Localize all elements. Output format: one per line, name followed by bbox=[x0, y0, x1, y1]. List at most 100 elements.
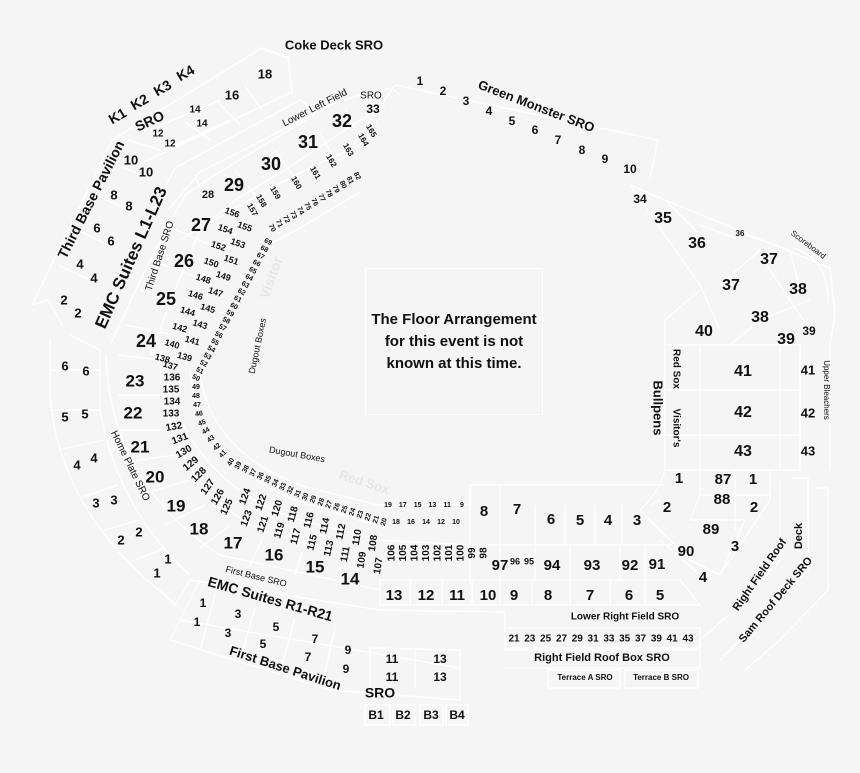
section-number[interactable]: 39 bbox=[651, 634, 663, 645]
section-number[interactable]: 106 bbox=[387, 544, 398, 561]
section-number[interactable]: 5 bbox=[61, 409, 68, 424]
section-number[interactable]: 76 bbox=[309, 197, 319, 207]
section-number[interactable]: 17 bbox=[399, 502, 407, 509]
section-number[interactable]: 107 bbox=[372, 556, 385, 574]
section-number[interactable]: 132 bbox=[165, 420, 184, 434]
section-number[interactable]: 3 bbox=[235, 607, 242, 621]
section-number[interactable]: 15 bbox=[306, 557, 325, 576]
section-number[interactable]: 54 bbox=[206, 345, 216, 355]
section-number[interactable]: 6 bbox=[107, 233, 114, 248]
section-number[interactable]: 161 bbox=[308, 165, 323, 182]
section-number[interactable]: 35 bbox=[619, 634, 631, 645]
section-number[interactable]: 153 bbox=[229, 236, 246, 250]
section-number[interactable]: 38 bbox=[241, 464, 251, 474]
section-number[interactable]: 34 bbox=[633, 192, 647, 206]
section-number[interactable]: 116 bbox=[302, 511, 317, 530]
section-number[interactable]: 23 bbox=[356, 510, 365, 520]
section-number[interactable]: 26 bbox=[174, 251, 194, 271]
section-number[interactable]: 41 bbox=[218, 449, 229, 460]
section-number[interactable]: 20 bbox=[146, 467, 165, 486]
section-number[interactable]: 155 bbox=[236, 219, 254, 233]
section-number[interactable]: 135 bbox=[163, 385, 180, 396]
section-number[interactable]: 29 bbox=[572, 634, 584, 645]
section-number[interactable]: 72 bbox=[281, 215, 291, 225]
section-number[interactable]: 11 bbox=[386, 670, 399, 684]
section-number[interactable]: 6 bbox=[61, 358, 68, 373]
section-number[interactable]: 7 bbox=[312, 632, 319, 646]
section-number[interactable]: 141 bbox=[184, 334, 201, 348]
section-number[interactable]: 13 bbox=[433, 670, 447, 684]
section-number[interactable]: 12 bbox=[437, 519, 445, 526]
section-number[interactable]: 157 bbox=[245, 202, 260, 219]
section-number[interactable]: 78 bbox=[324, 189, 334, 199]
section-number[interactable]: 19 bbox=[167, 496, 186, 515]
section-number[interactable]: 145 bbox=[199, 301, 216, 315]
section-number[interactable]: 14 bbox=[341, 569, 360, 588]
section-number[interactable]: 3 bbox=[110, 492, 117, 507]
section-number[interactable]: 8 bbox=[579, 143, 586, 157]
section-number[interactable]: 70 bbox=[267, 223, 277, 233]
section-number[interactable]: 4 bbox=[486, 104, 493, 118]
section-number[interactable]: 43 bbox=[734, 443, 752, 460]
section-number[interactable]: 154 bbox=[217, 222, 235, 236]
section-number[interactable]: 149 bbox=[215, 269, 232, 283]
section-number[interactable]: 124 bbox=[238, 487, 254, 507]
section-number[interactable]: 25 bbox=[341, 505, 350, 515]
section-number[interactable]: 10 bbox=[139, 164, 153, 179]
section-number[interactable]: 25 bbox=[156, 289, 176, 309]
section-number[interactable]: 81 bbox=[345, 176, 355, 186]
section-number[interactable]: 133 bbox=[163, 409, 180, 420]
section-number[interactable]: 28 bbox=[202, 189, 214, 201]
section-number[interactable]: 8 bbox=[110, 187, 117, 202]
section-number[interactable]: 17 bbox=[224, 533, 243, 552]
section-number[interactable]: 122 bbox=[254, 492, 270, 512]
section-number[interactable]: 36 bbox=[256, 471, 266, 481]
section-number[interactable]: 32 bbox=[286, 485, 296, 495]
section-number[interactable]: 35 bbox=[264, 475, 274, 485]
section-number[interactable]: 21 bbox=[131, 437, 150, 456]
section-number[interactable]: 65 bbox=[248, 266, 258, 276]
section-number[interactable]: 11 bbox=[386, 652, 399, 666]
section-number[interactable]: 3 bbox=[731, 538, 739, 555]
section-number[interactable]: 41 bbox=[667, 634, 679, 645]
section-number[interactable]: 50 bbox=[191, 373, 201, 383]
section-number[interactable]: 38 bbox=[789, 281, 807, 298]
section-number[interactable]: 32 bbox=[332, 111, 352, 131]
section-number[interactable]: 30 bbox=[261, 154, 281, 174]
section-number[interactable]: 79 bbox=[331, 184, 341, 194]
section-number[interactable]: 33 bbox=[366, 102, 380, 116]
section-number[interactable]: 18 bbox=[258, 66, 272, 81]
section-number[interactable]: 11 bbox=[443, 502, 451, 509]
section-number[interactable]: 1 bbox=[153, 565, 160, 580]
section-number[interactable]: 10 bbox=[623, 162, 637, 176]
section-number[interactable]: 5 bbox=[576, 512, 584, 529]
section-number[interactable]: 5 bbox=[81, 406, 88, 421]
section-number[interactable]: B4 bbox=[449, 708, 465, 722]
section-number[interactable]: 44 bbox=[201, 426, 211, 436]
section-number[interactable]: 74 bbox=[295, 206, 305, 216]
section-number[interactable]: 10 bbox=[124, 152, 138, 167]
section-number[interactable]: 1 bbox=[200, 596, 207, 610]
section-number[interactable]: 30 bbox=[301, 492, 310, 502]
section-number[interactable]: 121 bbox=[256, 514, 272, 534]
section-number[interactable]: B2 bbox=[395, 708, 411, 722]
section-number[interactable]: 104 bbox=[410, 544, 421, 561]
section-number[interactable]: 12 bbox=[164, 139, 176, 150]
section-number[interactable]: 28 bbox=[317, 497, 326, 507]
section-number[interactable]: 60 bbox=[229, 302, 239, 312]
section-number[interactable]: 110 bbox=[351, 528, 365, 546]
section-number[interactable]: 1 bbox=[675, 470, 683, 487]
section-number[interactable]: 134 bbox=[164, 397, 181, 408]
section-number[interactable]: 13 bbox=[429, 502, 437, 509]
section-number[interactable]: 108 bbox=[367, 534, 380, 553]
section-number[interactable]: 73 bbox=[288, 210, 298, 220]
section-number[interactable]: 2 bbox=[117, 532, 124, 547]
section-number[interactable]: 139 bbox=[176, 350, 193, 364]
section-number[interactable]: 66 bbox=[251, 259, 261, 269]
section-number[interactable]: 4 bbox=[90, 270, 98, 285]
section-number[interactable]: B3 bbox=[423, 708, 439, 722]
section-number[interactable]: 75 bbox=[302, 202, 312, 212]
section-number[interactable]: 148 bbox=[195, 272, 212, 286]
section-number[interactable]: 64 bbox=[244, 273, 254, 283]
section-number[interactable]: 89 bbox=[703, 521, 720, 538]
